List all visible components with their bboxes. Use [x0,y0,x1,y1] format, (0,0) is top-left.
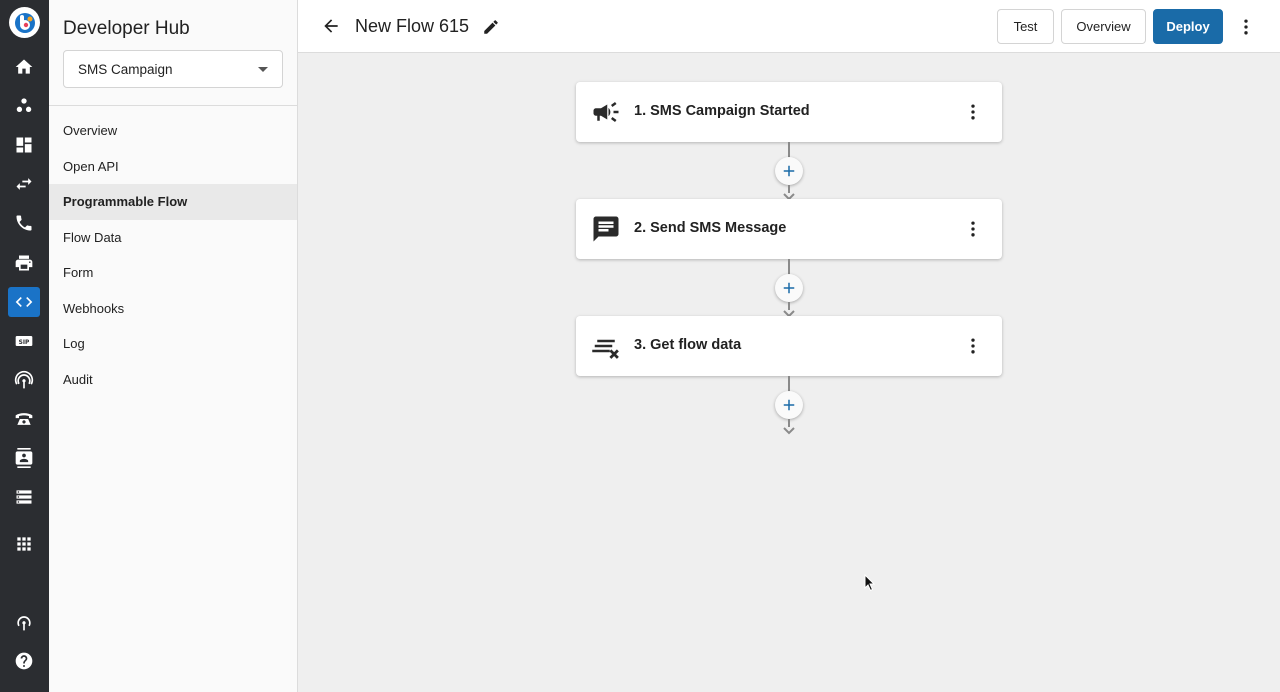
sidebar-title: Developer Hub [63,18,190,39]
sidebar-item-overview[interactable]: Overview [63,123,118,139]
flow-title: New Flow 615 [355,16,470,36]
flow-connector [788,142,790,170]
flow-step-card[interactable]: 2. Send SMS Message [576,199,1002,259]
sidebar-item-form[interactable]: Form [63,265,94,281]
mouse-cursor-icon [864,573,876,592]
contact-card-icon[interactable] [8,443,40,473]
back-arrow-icon[interactable] [320,15,342,37]
flow-step-card[interactable]: 1. SMS Campaign Started [576,82,1002,142]
message-icon [590,213,622,245]
more-vert-icon[interactable] [962,101,984,123]
sidebar-item-audit[interactable]: Audit [63,371,93,387]
sidebar-item-log[interactable]: Log [63,336,85,352]
deploy-button[interactable]: Deploy [1153,9,1223,44]
apps-grid-icon[interactable] [8,529,40,559]
flow-connector [788,302,790,310]
add-step-button[interactable] [775,391,803,419]
flow-step-card[interactable]: 3. Get flow data [576,316,1002,376]
transfer-icon[interactable] [8,169,40,199]
podcast-icon[interactable] [8,607,40,637]
list-icon[interactable] [8,482,40,512]
campaign-select-value: SMS Campaign [78,61,173,77]
overview-button[interactable]: Overview [1061,9,1146,44]
more-vert-icon[interactable] [962,335,984,357]
chevron-down-icon [258,67,268,72]
pencil-icon[interactable] [480,16,502,38]
flow-connector [788,185,790,193]
flow-connector [788,376,790,404]
arrow-down-icon [782,306,796,318]
printer-icon[interactable] [8,248,40,278]
broadcast-icon[interactable] [8,365,40,395]
test-button[interactable]: Test [997,9,1054,44]
sidebar-divider [49,105,297,106]
desk-phone-icon[interactable] [8,404,40,434]
campaign-select[interactable]: SMS Campaign [63,50,283,88]
icon-rail: SIP [0,0,49,692]
help-icon[interactable] [8,646,40,676]
sidebar-item-open-api[interactable]: Open API [63,158,119,174]
flow-step-label: 2. Send SMS Message [634,220,787,236]
clear-list-icon [590,330,622,362]
dashboard-icon[interactable] [8,130,40,160]
sidebar-item-flow-data[interactable]: Flow Data [63,229,122,245]
flow-step-label: 3. Get flow data [634,337,742,353]
add-step-button[interactable] [775,157,803,185]
home-icon[interactable] [8,52,40,82]
add-step-button[interactable] [775,274,803,302]
sip-icon[interactable]: SIP [8,326,40,356]
sidebar-item-webhooks[interactable]: Webhooks [63,300,125,316]
flow-header: New Flow 615 Test Overview Deploy [298,0,1280,53]
phone-icon[interactable] [8,208,40,238]
megaphone-icon [590,96,622,128]
flow-canvas[interactable]: 1. SMS Campaign Started 2. Send SMS Mess… [298,53,1280,692]
more-vert-icon[interactable] [1235,15,1257,39]
flow-connector [788,419,790,427]
sidebar-nav: Overview Open API Programmable Flow Flow… [49,113,297,397]
brand-logo-icon[interactable] [9,7,40,38]
flow-connector [788,259,790,287]
more-vert-icon[interactable] [962,218,984,240]
developer-hub-sidebar: Developer Hub SMS Campaign Overview Open… [49,0,298,692]
team-icon[interactable] [8,91,40,121]
code-icon[interactable] [8,287,40,317]
svg-text:SIP: SIP [19,340,30,346]
arrow-down-icon [782,423,796,435]
sidebar-item-programmable-flow[interactable]: Programmable Flow [49,184,297,220]
flow-step-label: 1. SMS Campaign Started [634,103,810,119]
